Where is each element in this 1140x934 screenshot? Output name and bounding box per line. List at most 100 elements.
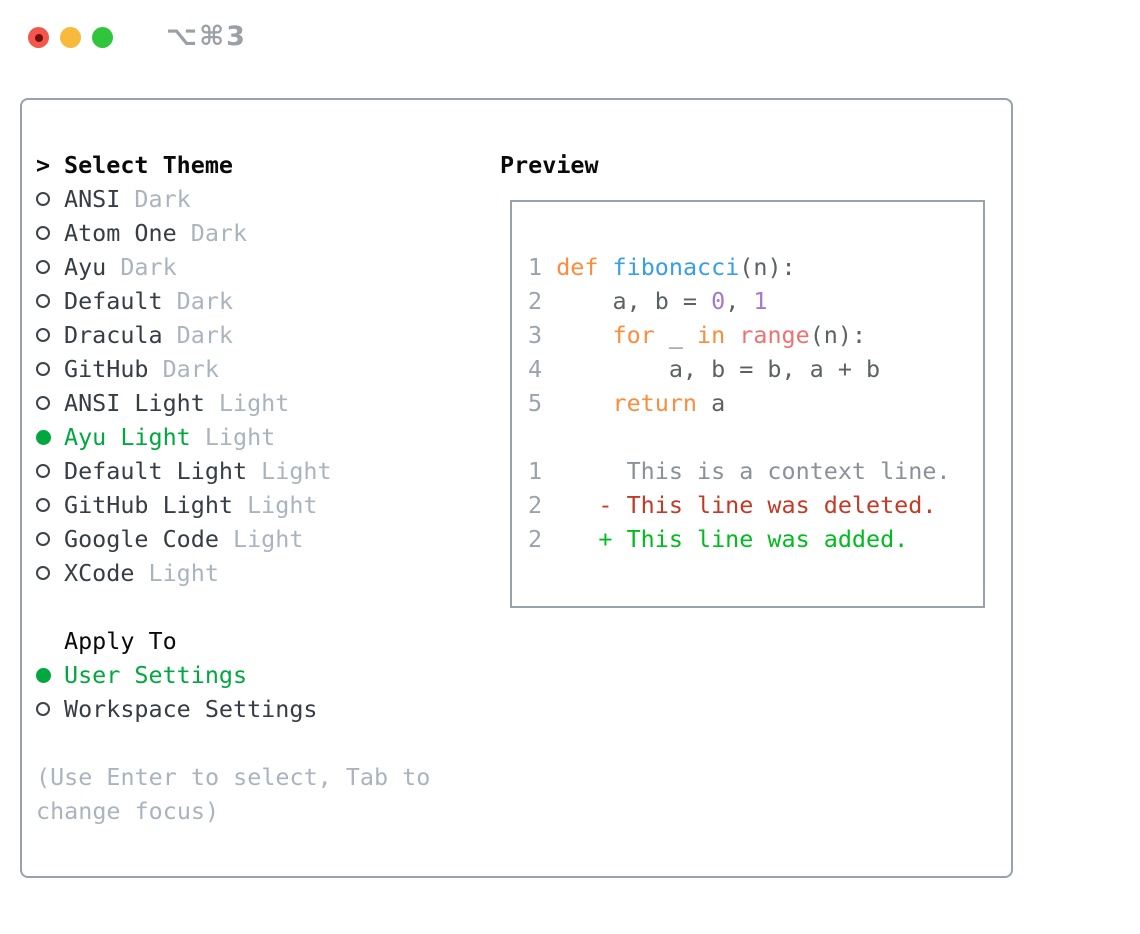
theme-option-label: GitHub Light	[64, 491, 233, 519]
code-token-plain: a	[697, 389, 726, 417]
window-title: ⌥⌘3	[166, 21, 247, 52]
code-token-keyword: def	[556, 253, 599, 281]
apply-option-label: User Settings	[64, 661, 248, 689]
code-token-plain	[542, 253, 556, 281]
radio-selected-icon	[36, 429, 51, 445]
radio-icon	[36, 226, 50, 240]
theme-variant-label: Dark	[120, 185, 191, 213]
code-token-plain	[542, 389, 612, 417]
code-token-plain	[725, 321, 739, 349]
code-token-plain: (n):	[739, 253, 796, 281]
select-theme-header-label: Select Theme	[64, 151, 233, 179]
theme-option-atom-one[interactable]: Atom One Dark	[36, 216, 481, 250]
code-token-plain: _	[654, 321, 698, 349]
minimize-button[interactable]	[60, 27, 81, 48]
line-number: 5	[528, 389, 543, 417]
radio-icon	[36, 362, 50, 376]
code-token-plain: (n):	[809, 321, 867, 349]
apply-to-header: Apply To	[64, 627, 177, 655]
theme-option-label: ANSI	[64, 185, 121, 213]
theme-option-ansi-light[interactable]: ANSI Light Light	[36, 386, 481, 420]
radio-icon	[36, 192, 50, 206]
theme-option-ayu[interactable]: Ayu Dark	[36, 250, 481, 284]
radio-icon	[36, 260, 50, 274]
theme-option-label: GitHub	[64, 355, 149, 383]
radio-icon	[36, 396, 50, 410]
theme-variant-label: Dark	[106, 253, 177, 281]
theme-variant-label: Dark	[162, 287, 233, 315]
zoom-button[interactable]	[92, 27, 113, 48]
theme-variant-label: Light	[247, 457, 332, 485]
preview-line: 5 return a	[528, 386, 983, 420]
theme-option-label: Default Light	[64, 457, 248, 485]
radio-icon	[36, 566, 50, 580]
radio-icon	[36, 702, 50, 716]
theme-variant-label: Dark	[162, 321, 233, 349]
radio-selected-icon	[36, 667, 51, 683]
line-number: 2	[528, 491, 543, 519]
apply-option-workspace-settings[interactable]: Workspace Settings	[36, 692, 481, 726]
theme-variant-label: Light	[190, 423, 276, 451]
code-token-plain: ,	[725, 287, 754, 315]
theme-option-dracula[interactable]: Dracula Dark	[36, 318, 481, 352]
preview-line: 1 def fibonacci(n):	[528, 250, 983, 284]
theme-option-ayu-light[interactable]: Ayu Light Light	[36, 420, 481, 454]
code-token-function: fibonacci	[612, 253, 740, 281]
code-token-keyword: for	[612, 321, 655, 349]
code-token-keyword: return	[612, 389, 698, 417]
theme-option-xcode[interactable]: XCode Light	[36, 556, 481, 590]
code-token-plain	[598, 253, 612, 281]
theme-variant-label: Light	[134, 559, 219, 587]
line-number: 4	[528, 355, 543, 383]
preview-line: 2 + This line was added.	[528, 522, 983, 556]
line-number: 3	[528, 321, 543, 349]
radio-icon	[36, 532, 50, 546]
line-number: 1	[528, 253, 543, 281]
help-text: (Use Enter to select, Tab to change focu…	[36, 763, 431, 825]
theme-option-github-light[interactable]: GitHub Light Light	[36, 488, 481, 522]
theme-option-github[interactable]: GitHub Dark	[36, 352, 481, 386]
theme-variant-label: Dark	[176, 219, 248, 247]
line-number: 1	[528, 457, 543, 485]
code-token-builtin: range	[739, 321, 810, 349]
code-token-added: + This line was added.	[542, 525, 909, 553]
theme-variant-label: Light	[233, 491, 318, 519]
line-number: 2	[528, 525, 543, 553]
apply-option-user-settings[interactable]: User Settings	[36, 658, 481, 692]
code-token-number: 1	[753, 287, 768, 315]
theme-option-google-code[interactable]: Google Code Light	[36, 522, 481, 556]
code-token-number: 0	[711, 287, 726, 315]
preview-line	[528, 216, 983, 250]
theme-option-default-light[interactable]: Default Light Light	[36, 454, 481, 488]
preview-line: 2 a, b = 0, 1	[528, 284, 983, 318]
theme-option-label: Dracula	[64, 321, 163, 349]
theme-option-default[interactable]: Default Dark	[36, 284, 481, 318]
theme-variant-label: Light	[204, 389, 290, 417]
code-token-context: This is a context line.	[542, 457, 951, 485]
code-token-plain: a, b = b, a + b	[542, 355, 881, 383]
theme-option-ansi[interactable]: ANSI Dark	[36, 182, 481, 216]
theme-variant-label: Dark	[148, 355, 219, 383]
code-token-deleted: - This line was deleted.	[542, 491, 937, 519]
apply-option-label: Workspace Settings	[64, 695, 318, 723]
code-token-plain: a, b =	[542, 287, 712, 315]
radio-icon	[36, 294, 50, 308]
line-number: 2	[528, 287, 543, 315]
radio-icon	[36, 498, 50, 512]
theme-option-label: Default	[64, 287, 163, 315]
preview-line: 3 for _ in range(n):	[528, 318, 983, 352]
preview-line: 2 - This line was deleted.	[528, 488, 983, 522]
theme-variant-label: Light	[218, 525, 304, 553]
preview-header-label: Preview	[500, 151, 599, 179]
preview-line: 4 a, b = b, a + b	[528, 352, 983, 386]
window-titlebar: ⌥⌘3	[0, 0, 1140, 70]
radio-icon	[36, 328, 50, 342]
close-button[interactable]	[28, 27, 49, 48]
radio-icon	[36, 464, 50, 478]
theme-option-label: Ayu Light	[64, 423, 191, 451]
